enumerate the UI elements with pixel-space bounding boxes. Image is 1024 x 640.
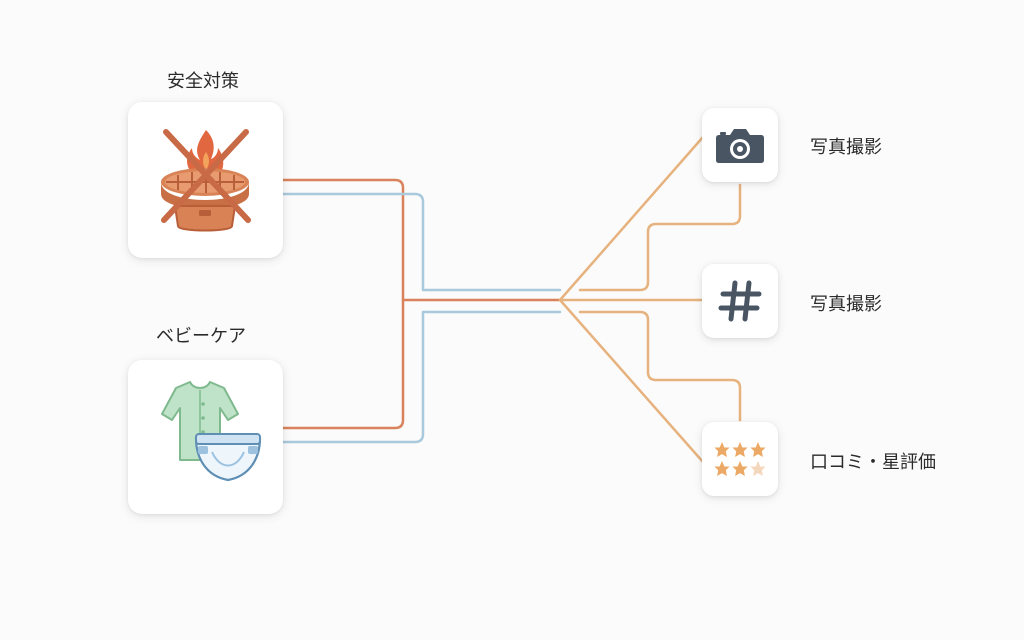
node-label-baby-care: ベビーケア bbox=[156, 326, 246, 347]
connector-loop-camera bbox=[578, 183, 742, 292]
safety-card bbox=[128, 102, 283, 258]
baby-care-card bbox=[128, 360, 283, 514]
connector-fan-camera bbox=[558, 135, 705, 302]
node-label-safety: 安全対策 bbox=[167, 71, 239, 92]
baby-clothes-diaper-icon bbox=[161, 381, 262, 482]
hashtag-icon bbox=[718, 280, 762, 322]
camera-card bbox=[702, 108, 778, 182]
star-rating-card bbox=[702, 422, 778, 496]
no-bbq-grill-icon bbox=[161, 129, 251, 232]
node-label-reviews: 口コミ・星評価 bbox=[810, 452, 936, 473]
node-label-photo-2: 写真撮影 bbox=[810, 294, 882, 315]
star-rating-icon bbox=[714, 442, 766, 476]
camera-icon bbox=[716, 129, 764, 163]
connector-baby-blue bbox=[280, 310, 562, 444]
connector-fan-stars bbox=[558, 298, 705, 464]
hashtag-card bbox=[702, 264, 778, 338]
node-label-photo-1: 写真撮影 bbox=[810, 137, 882, 158]
connector-safety-blue bbox=[280, 192, 562, 292]
connector-baby-orange bbox=[280, 298, 405, 430]
connector-loop-stars bbox=[578, 310, 742, 422]
connector-safety-orange bbox=[280, 178, 562, 302]
